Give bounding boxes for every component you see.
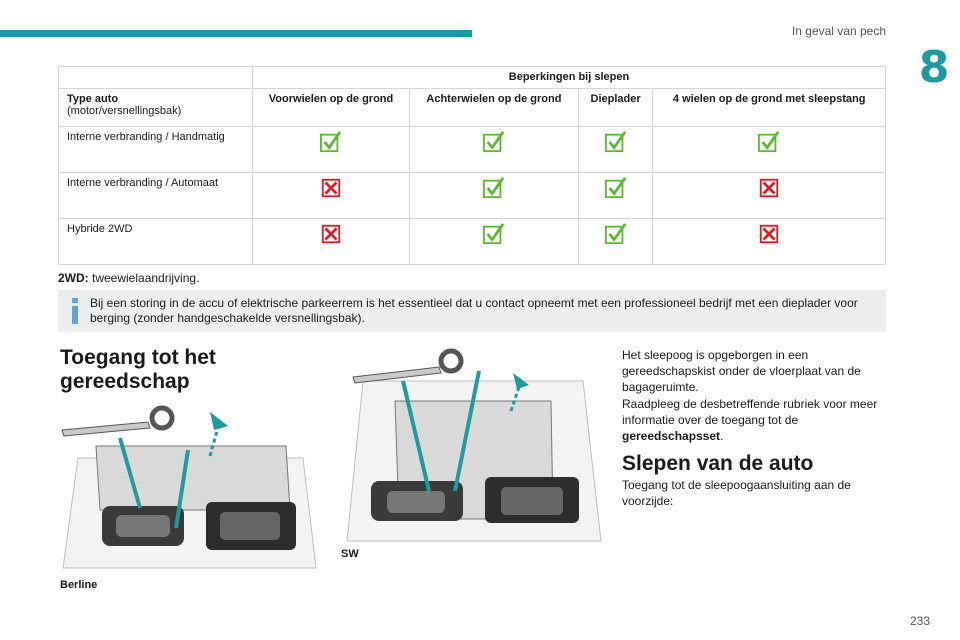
check-icon [604,131,626,153]
info-icon [72,298,78,324]
table-corner [58,66,253,89]
check-icon [320,131,342,153]
table-cell [251,218,411,265]
footnote-term: 2WD: [58,271,89,285]
check-icon [604,177,626,199]
table-cell [409,126,579,173]
cross-icon [760,224,779,244]
info-box: Bij een storing in de accu of elektrisch… [58,290,886,332]
table-cell [251,172,411,219]
table-cell [652,218,886,265]
cross-icon [321,224,341,244]
para1-end: . [720,429,724,444]
col-header-type: Type auto (motor/versnellingsbak) [58,88,253,127]
col-header-rear-wheels: Achterwielen op de grond [409,88,579,127]
col-header-tow-bar: 4 wielen op de grond met sleepstang [652,88,886,127]
col-header-flatbed: Dieplader [577,88,654,127]
para1-text: Het sleepoog is opgeborgen in een gereed… [622,348,878,427]
check-icon [482,177,505,199]
trunk-illustration-berline [58,398,320,573]
table-cell [409,172,579,219]
check-icon [758,131,780,153]
towing-restrictions-table: Beperkingen bij slepen Type auto (motor/… [58,66,886,265]
footnote-2wd: 2WD: tweewielaandrijving. [58,271,199,285]
table-row: Hybride 2WD [58,218,886,265]
table-cell [251,126,411,173]
para1-bold: gereedschapsset [622,429,721,444]
chapter-tab: 8 [908,40,960,98]
table-cell [652,172,886,219]
chapter-number: 8 [918,42,950,93]
row-label: Interne verbranding / Handmatig [58,126,253,173]
caption-berline: Berline [60,579,98,591]
page-number: 233 [909,614,930,628]
table-cell [409,218,579,265]
col-header-type-title: Type auto [67,93,119,105]
cross-icon [321,178,341,198]
row-label: Hybride 2WD [58,218,253,265]
heading-tool-access: Toegang tot het gereedschap [60,346,216,393]
table-cell [577,172,654,219]
check-icon [604,223,626,245]
table-row: Interne verbranding / Automaat [58,172,886,219]
col-header-front-wheels: Voorwielen op de grond [251,88,411,127]
cross-icon [760,178,779,198]
row-label: Interne verbranding / Automaat [58,172,253,219]
top-accent-bar [0,30,472,37]
table-cell [577,218,654,265]
table-group-header: Beperkingen bij slepen [252,66,886,89]
paragraph-tow-eye-storage: Het sleepoog is opgeborgen in een gereed… [622,347,878,444]
paragraph-towing: Toegang tot de sleepoogaansluiting aan d… [622,478,851,509]
table-row: Interne verbranding / Handmatig [58,126,886,173]
heading-towing: Slepen van de auto [622,452,814,475]
trunk-illustration-sw [343,341,605,544]
caption-sw: SW [341,548,359,560]
col-header-type-subtitle: (motor/versnellingsbak) [67,105,182,117]
section-title: In geval van pech [791,24,886,38]
check-icon [482,223,505,245]
footnote-text: tweewielaandrijving. [88,271,200,285]
check-icon [482,131,505,153]
table-cell [577,126,654,173]
table-cell [652,126,886,173]
info-text: Bij een storing in de accu of elektrisch… [90,296,858,325]
